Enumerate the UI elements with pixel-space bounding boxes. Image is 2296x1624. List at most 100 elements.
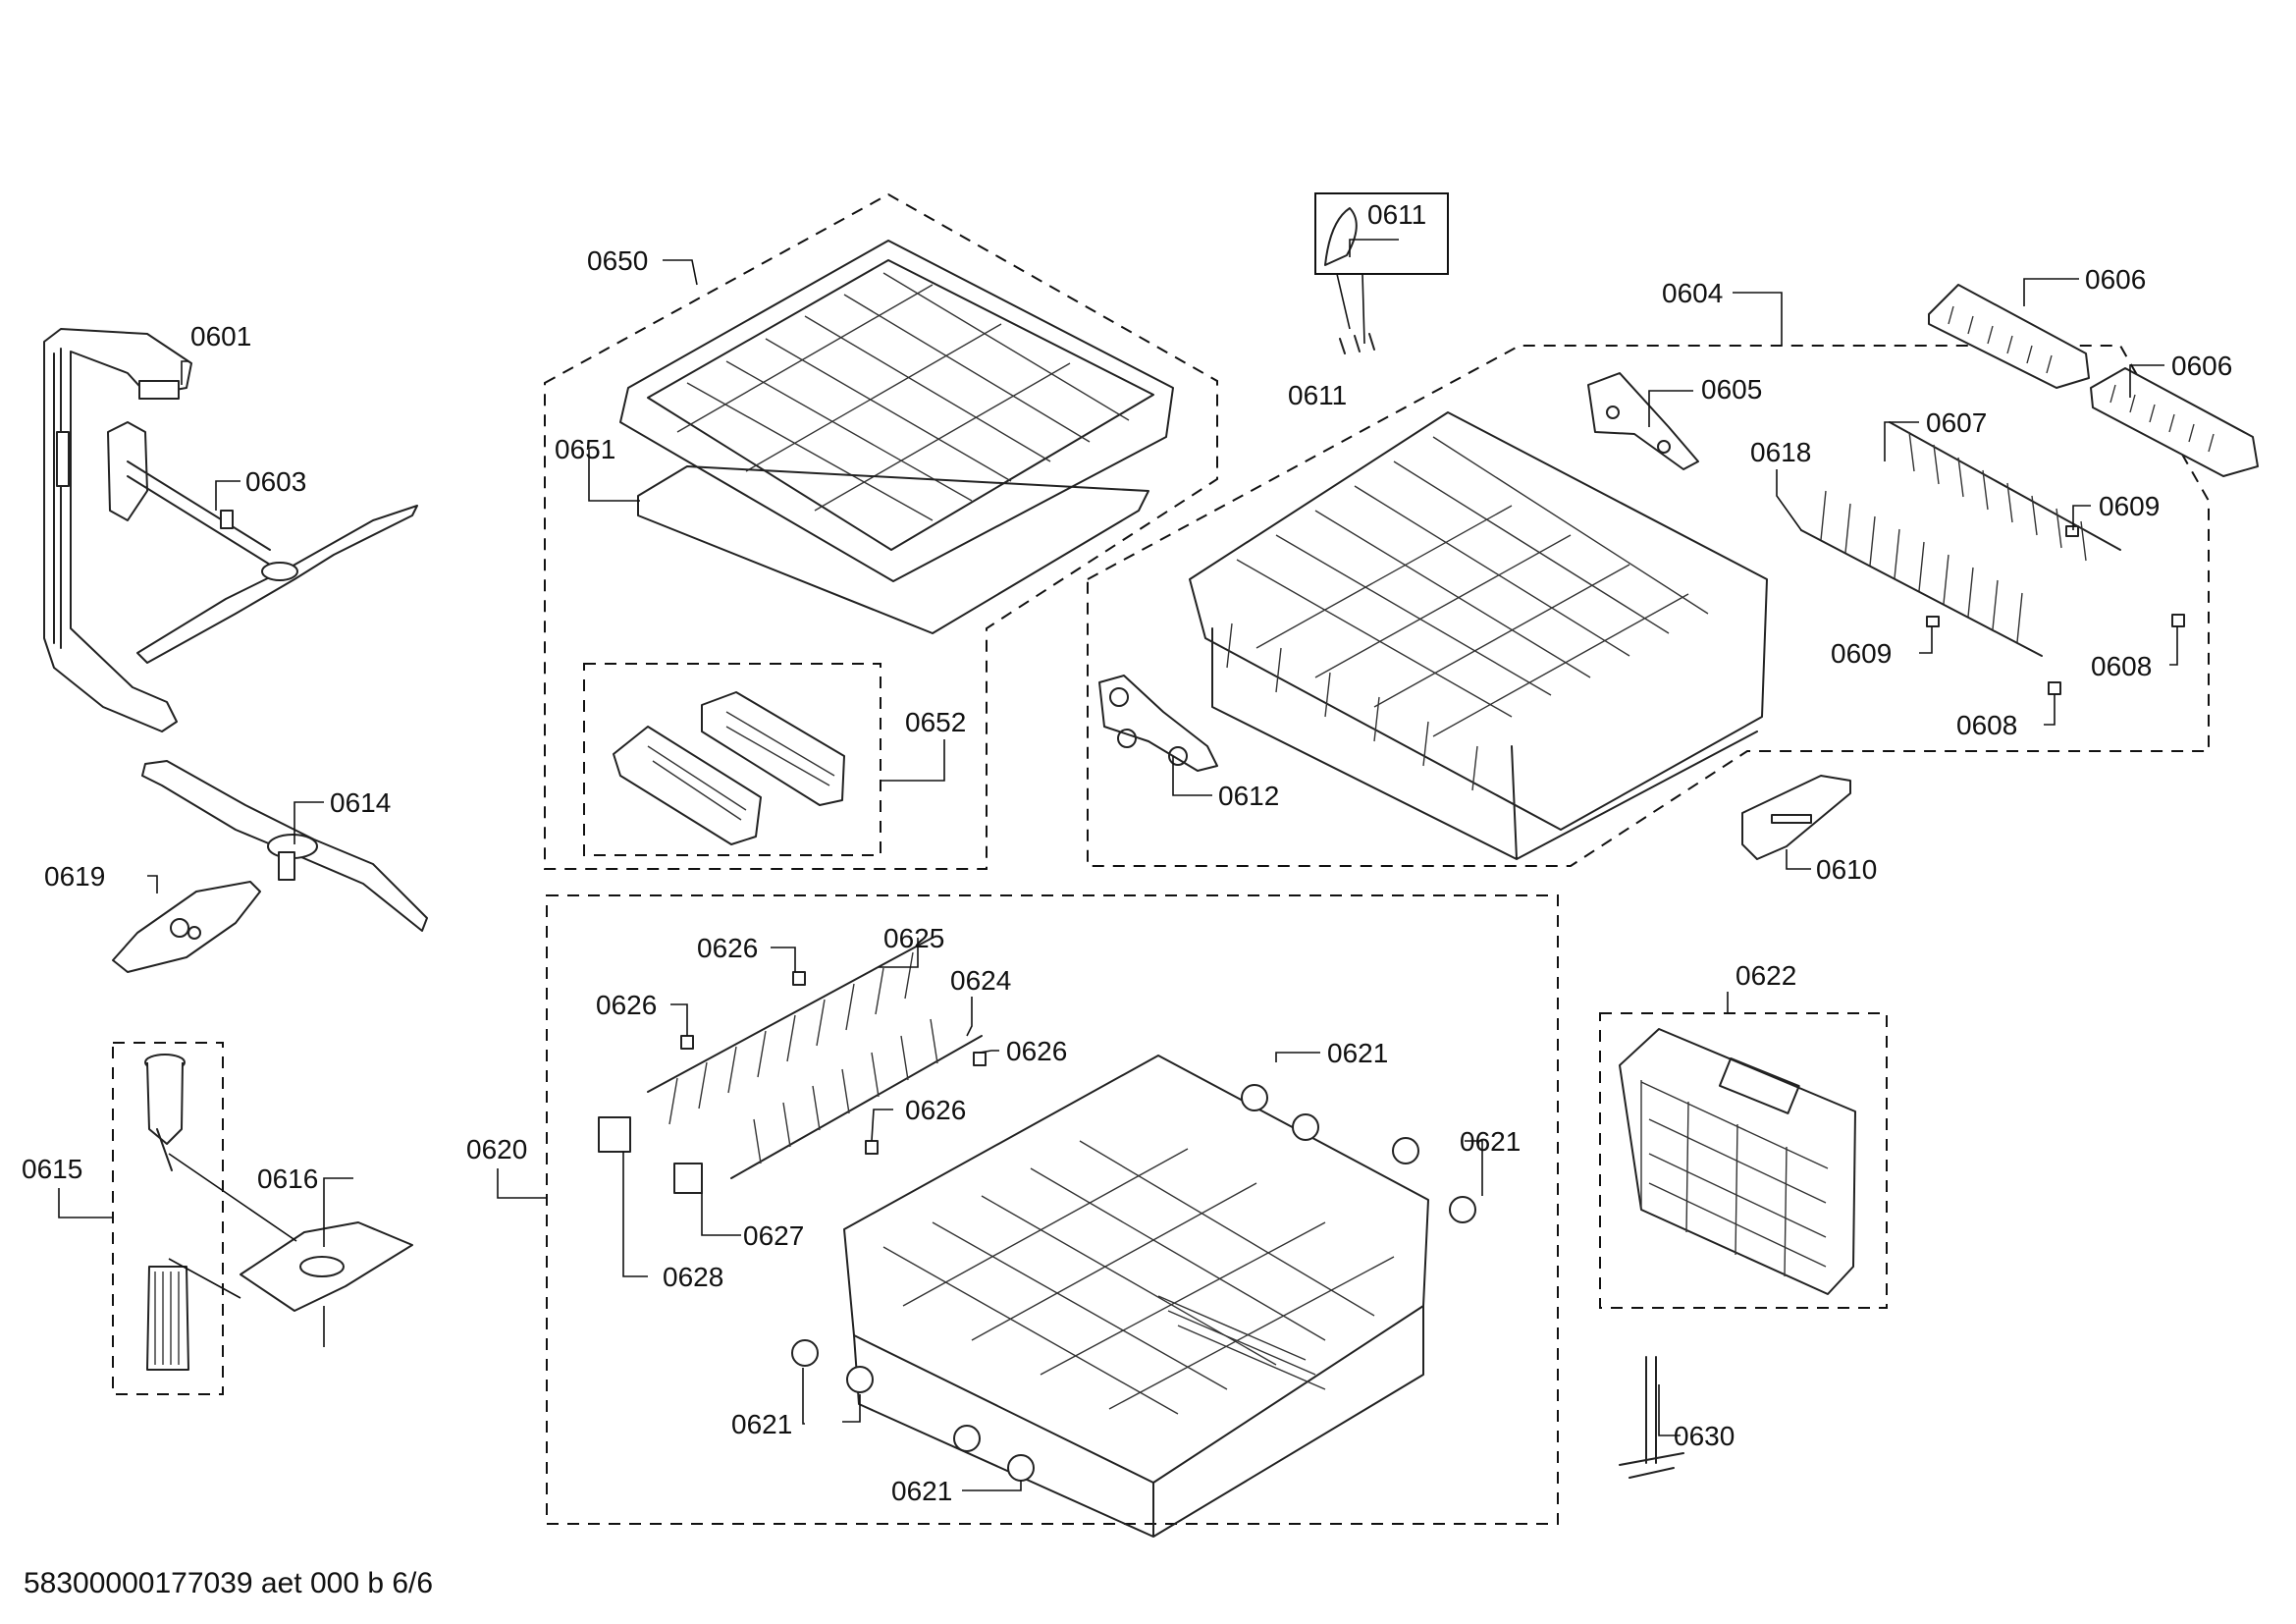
leader-0626b [670, 1003, 688, 1036]
callout-0605: 0605 [1701, 374, 1762, 405]
group-outline-0604 [1087, 345, 2210, 867]
leader-0609a [2072, 505, 2091, 530]
callout-0609-a: 0609 [2099, 491, 2160, 521]
callout-0626-b: 0626 [596, 990, 657, 1020]
callout-0606-a: 0606 [2085, 264, 2146, 295]
clip-icon [2171, 614, 2185, 627]
callout-0626-c: 0626 [1006, 1036, 1067, 1066]
leader-0618 [1776, 469, 1802, 531]
callout-0651: 0651 [555, 434, 615, 464]
callout-0622: 0622 [1735, 960, 1796, 991]
cup-shelf-icon [1928, 284, 2259, 477]
leader-0606b [2129, 364, 2164, 398]
callout-0621-d: 0621 [891, 1476, 952, 1506]
rack-roller-bracket-icon [1098, 675, 1218, 772]
group-outline-0611 [1314, 192, 1449, 275]
cutlery-basket-icon [1619, 1028, 1856, 1295]
document-footer-code: 58300000177039 aet 000 b 6/6 [24, 1567, 433, 1599]
callout-0618: 0618 [1750, 437, 1811, 467]
basket-handle-icon [1619, 1356, 1684, 1479]
callout-0627: 0627 [743, 1220, 804, 1251]
callout-0604: 0604 [1662, 278, 1723, 308]
callout-0609-b: 0609 [1831, 638, 1892, 669]
callout-0621-c: 0621 [731, 1409, 792, 1439]
callout-0650: 0650 [587, 245, 648, 276]
leader-0621e [842, 1394, 861, 1423]
filter-assembly-icon [144, 1054, 413, 1371]
leader-0608a [2169, 626, 2178, 666]
group-outline-0622 [1599, 1012, 1888, 1309]
callout-0621-b: 0621 [1460, 1126, 1521, 1157]
leader-0604 [1733, 292, 1783, 346]
clip-icon [2065, 525, 2079, 537]
leader-0605 [1648, 390, 1693, 427]
leader-0609b [1919, 626, 1933, 654]
callout-0614: 0614 [330, 787, 391, 818]
leader-0621c [802, 1368, 805, 1425]
leader-0621a [1275, 1052, 1320, 1062]
leader-0611b [1336, 273, 1365, 345]
callout-0652: 0652 [905, 707, 966, 737]
wire-clip-icon [1324, 207, 1375, 354]
lower-rack-icon [843, 1055, 1429, 1538]
spray-arm-cover-icon [112, 881, 261, 973]
leader-0620 [497, 1168, 547, 1199]
tine-clip-icon [680, 971, 987, 1155]
upper-rack-icon [1189, 411, 1768, 860]
leader-0627 [701, 1193, 741, 1236]
rack-adjuster-icon [613, 691, 845, 845]
leader-0652 [881, 739, 945, 782]
callout-0611-b: 0611 [1288, 380, 1347, 410]
callout-0610: 0610 [1816, 854, 1877, 885]
callout-0616: 0616 [257, 1164, 318, 1194]
tine-row-icon [647, 937, 983, 1179]
leader-0624 [966, 997, 973, 1037]
leader-0616 [323, 1177, 353, 1247]
lower-spray-arm-icon [141, 760, 428, 932]
leader-0614 [294, 801, 324, 844]
leader-0650 [663, 259, 698, 286]
third-rack-tray-icon [619, 240, 1174, 634]
group-outline-0620 [546, 894, 1559, 1525]
leader-0625 [879, 938, 919, 968]
callout-0624: 0624 [950, 965, 1011, 996]
callout-0601: 0601 [190, 321, 251, 352]
leader-0601 [181, 360, 188, 385]
callout-0626-d: 0626 [905, 1095, 966, 1125]
leader-0611a [1349, 239, 1399, 257]
rack-rail-bracket-icon [1587, 372, 1699, 470]
callout-0630: 0630 [1674, 1421, 1735, 1451]
callout-0619: 0619 [44, 861, 105, 892]
leader-0621b [1465, 1140, 1483, 1196]
leader-0626a [771, 947, 796, 972]
leader-0607 [1884, 421, 1919, 461]
clip-icon [2048, 681, 2061, 695]
callout-0621-a: 0621 [1327, 1038, 1388, 1068]
callout-0628: 0628 [663, 1262, 723, 1292]
callout-0607: 0607 [1926, 407, 1987, 438]
callout-0625: 0625 [883, 923, 944, 953]
callout-0615: 0615 [22, 1154, 82, 1184]
leader-0606a [2023, 278, 2079, 306]
leader-0608b [2044, 694, 2056, 726]
leader-0610 [1786, 849, 1811, 870]
callout-0608-a: 0608 [2091, 651, 2152, 681]
rack-clip-icon [598, 1116, 703, 1194]
group-outline-0650 [544, 192, 1218, 870]
callout-0608-b: 0608 [1956, 710, 2017, 740]
callout-0603: 0603 [245, 466, 306, 497]
callout-0620: 0620 [466, 1134, 527, 1164]
leader-0626c [979, 1050, 999, 1054]
rack-wheel-icon [791, 1084, 1476, 1482]
rack-handle-icon [1741, 775, 1851, 860]
spray-arm-assembly-icon [43, 328, 418, 732]
callout-0612: 0612 [1218, 781, 1279, 811]
leader-0626d [871, 1109, 893, 1142]
leader-0630 [1658, 1384, 1681, 1436]
leader-0628 [622, 1152, 648, 1277]
group-outline-0652 [583, 663, 881, 856]
leader-0651 [588, 450, 640, 502]
fold-down-tines-icon [1800, 421, 2121, 657]
callout-0611-a: 0611 [1367, 199, 1426, 230]
